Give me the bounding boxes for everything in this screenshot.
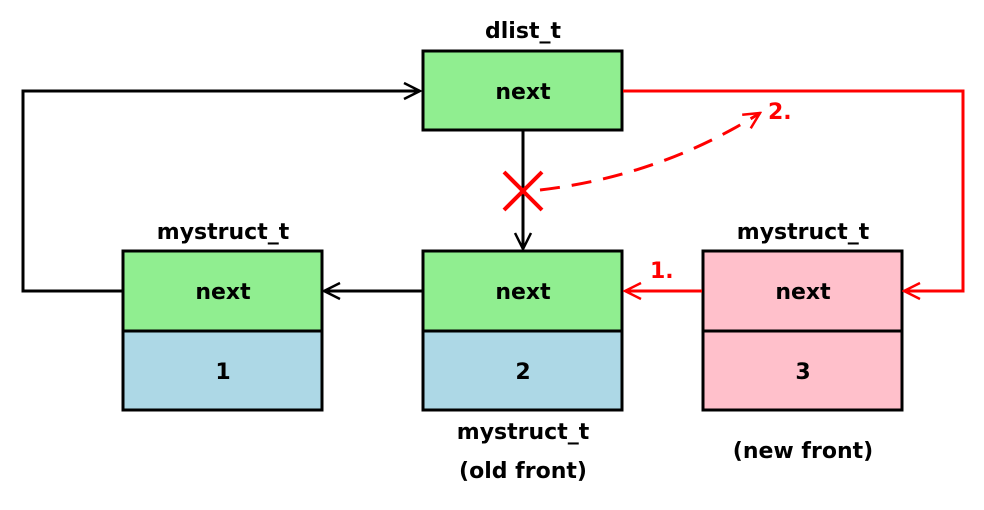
- node-3-next-field: [701, 249, 904, 333]
- node-1-type-label: mystruct_t: [157, 220, 290, 245]
- arrow-node-1-to-dlist: [21, 91, 420, 293]
- step-2-label: 2.: [768, 100, 792, 125]
- node-2-type-label: mystruct_t: [457, 420, 590, 445]
- node-3-caption: (new front): [733, 439, 873, 464]
- node-3-next-label: next: [775, 280, 831, 305]
- node-2-caption: (old front): [459, 459, 587, 484]
- arrow-dlist-to-node-3: [623, 89, 965, 291]
- dlist-label: dlist_t: [485, 19, 561, 44]
- node-1-next-label: next: [195, 280, 251, 305]
- node-1-next-field: [121, 249, 324, 333]
- broken-link-x-icon: [502, 170, 544, 212]
- dlist-next-field: [421, 49, 624, 132]
- node-2-value: 2: [515, 360, 530, 385]
- node-2-next-label: next: [495, 280, 551, 305]
- arrow-relink-dashed: [539, 113, 760, 192]
- node-3-value-field: [701, 329, 904, 412]
- dlist-next-label: next: [495, 80, 551, 105]
- node-2-next-field: [421, 249, 624, 333]
- step-1-label: 1.: [650, 259, 674, 284]
- node-1-value: 1: [215, 360, 230, 385]
- node-3-type-label: mystruct_t: [737, 220, 870, 245]
- node-1-value-field: [121, 329, 324, 412]
- node-2-value-field: [421, 329, 624, 412]
- node-3-value: 3: [795, 360, 810, 385]
